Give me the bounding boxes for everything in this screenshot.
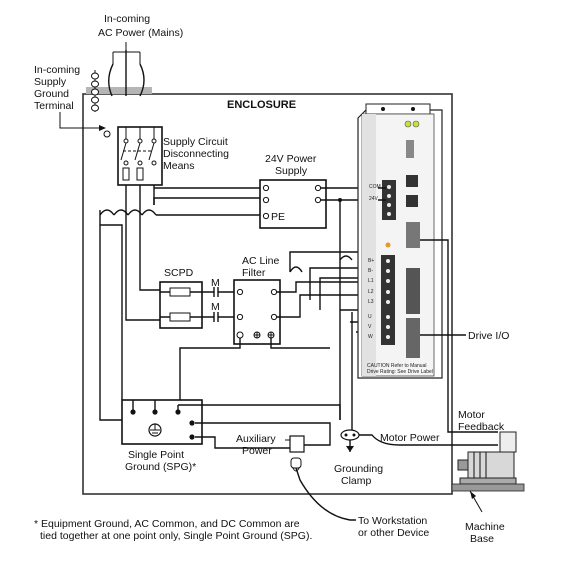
m-top-label: M [211,277,220,289]
svg-text:U: U [368,314,372,320]
svg-text:COM: COM [369,184,381,190]
motor-feedback-label-1: Motor [458,409,485,421]
drive-io-label: Drive I/O [468,330,509,342]
aux-power-label-2: Power [242,445,272,457]
workstation-label-2: or other Device [358,527,429,539]
drive-power-terminals: B+ B- L1 L2 L3 U V W [368,255,395,345]
power-24v-label-2: Supply [275,165,308,177]
incoming-ground-label-4: Terminal [34,100,74,112]
svg-text:B+: B+ [368,258,374,264]
supply-circuit-label-2: Disconnecting [163,148,229,160]
grounding-clamp-label-1: Grounding [334,463,383,475]
ac-filter-label-2: Filter [242,267,266,279]
incoming-ac-label-2: AC Power (Mains) [98,27,183,39]
workstation-label-1: To Workstation [358,515,427,527]
drive-unit [357,103,443,379]
incoming-ac-label-1: In-coming [104,13,150,25]
motor-icon [457,431,517,485]
incoming-ground-label-3: Ground [34,88,69,100]
motor-feedback-label-2: Feedback [458,421,505,433]
motor-power-label: Motor Power [380,432,440,444]
machine-base [451,483,525,492]
filter-ground-icon [236,331,275,339]
ground-bar [86,87,152,94]
machine-base-label-2: Base [470,533,494,545]
svg-text:24V: 24V [369,196,379,202]
ground-terminal-icon [91,70,99,112]
enclosure-label: ENCLOSURE [227,99,296,111]
machine-base-label-1: Machine [465,521,505,533]
scpd-label: SCPD [164,267,194,279]
incoming-ground-label-1: In-coming [34,64,80,76]
grounding-clamp-label-2: Clamp [341,475,372,487]
spg-label-2: Ground (SPG)* [125,461,196,473]
ac-filter-label-1: AC Line [242,255,280,267]
footnote-line-2: tied together at one point only, Single … [40,530,312,542]
svg-text:W: W [368,334,373,340]
spg-box [121,399,203,445]
m-bottom-label: M [211,301,220,313]
svg-text:V: V [368,324,372,330]
svg-text:B-: B- [368,268,373,274]
incoming-ground-label-2: Supply [34,76,67,88]
drive-fine-print-1: CAUTION Refer to Manual [367,363,426,369]
pe-label: PE [271,211,285,223]
aux-power-label-1: Auxiliary [236,433,276,445]
svg-text:L3: L3 [368,299,374,305]
footnote-line-1: * Equipment Ground, AC Common, and DC Co… [34,518,300,530]
aux-outlet-icon [285,435,305,472]
drive-24v-terminals: COM 24V [369,180,396,220]
supply-circuit-label-3: Means [163,160,195,172]
spg-label-1: Single Point [128,449,184,461]
svg-text:L1: L1 [368,278,374,284]
svg-text:L2: L2 [368,289,374,295]
enclosure-box [82,93,453,495]
spg-ground-icon [148,423,162,437]
disconnect-switch-icon [120,127,157,181]
power-24v-label-1: 24V Power [265,153,317,165]
supply-circuit-label-1: Supply Circuit [163,136,228,148]
grounding-clamp-icon [340,429,360,441]
drive-fine-print-2: Drive Rating: See Drive Label [367,369,433,375]
